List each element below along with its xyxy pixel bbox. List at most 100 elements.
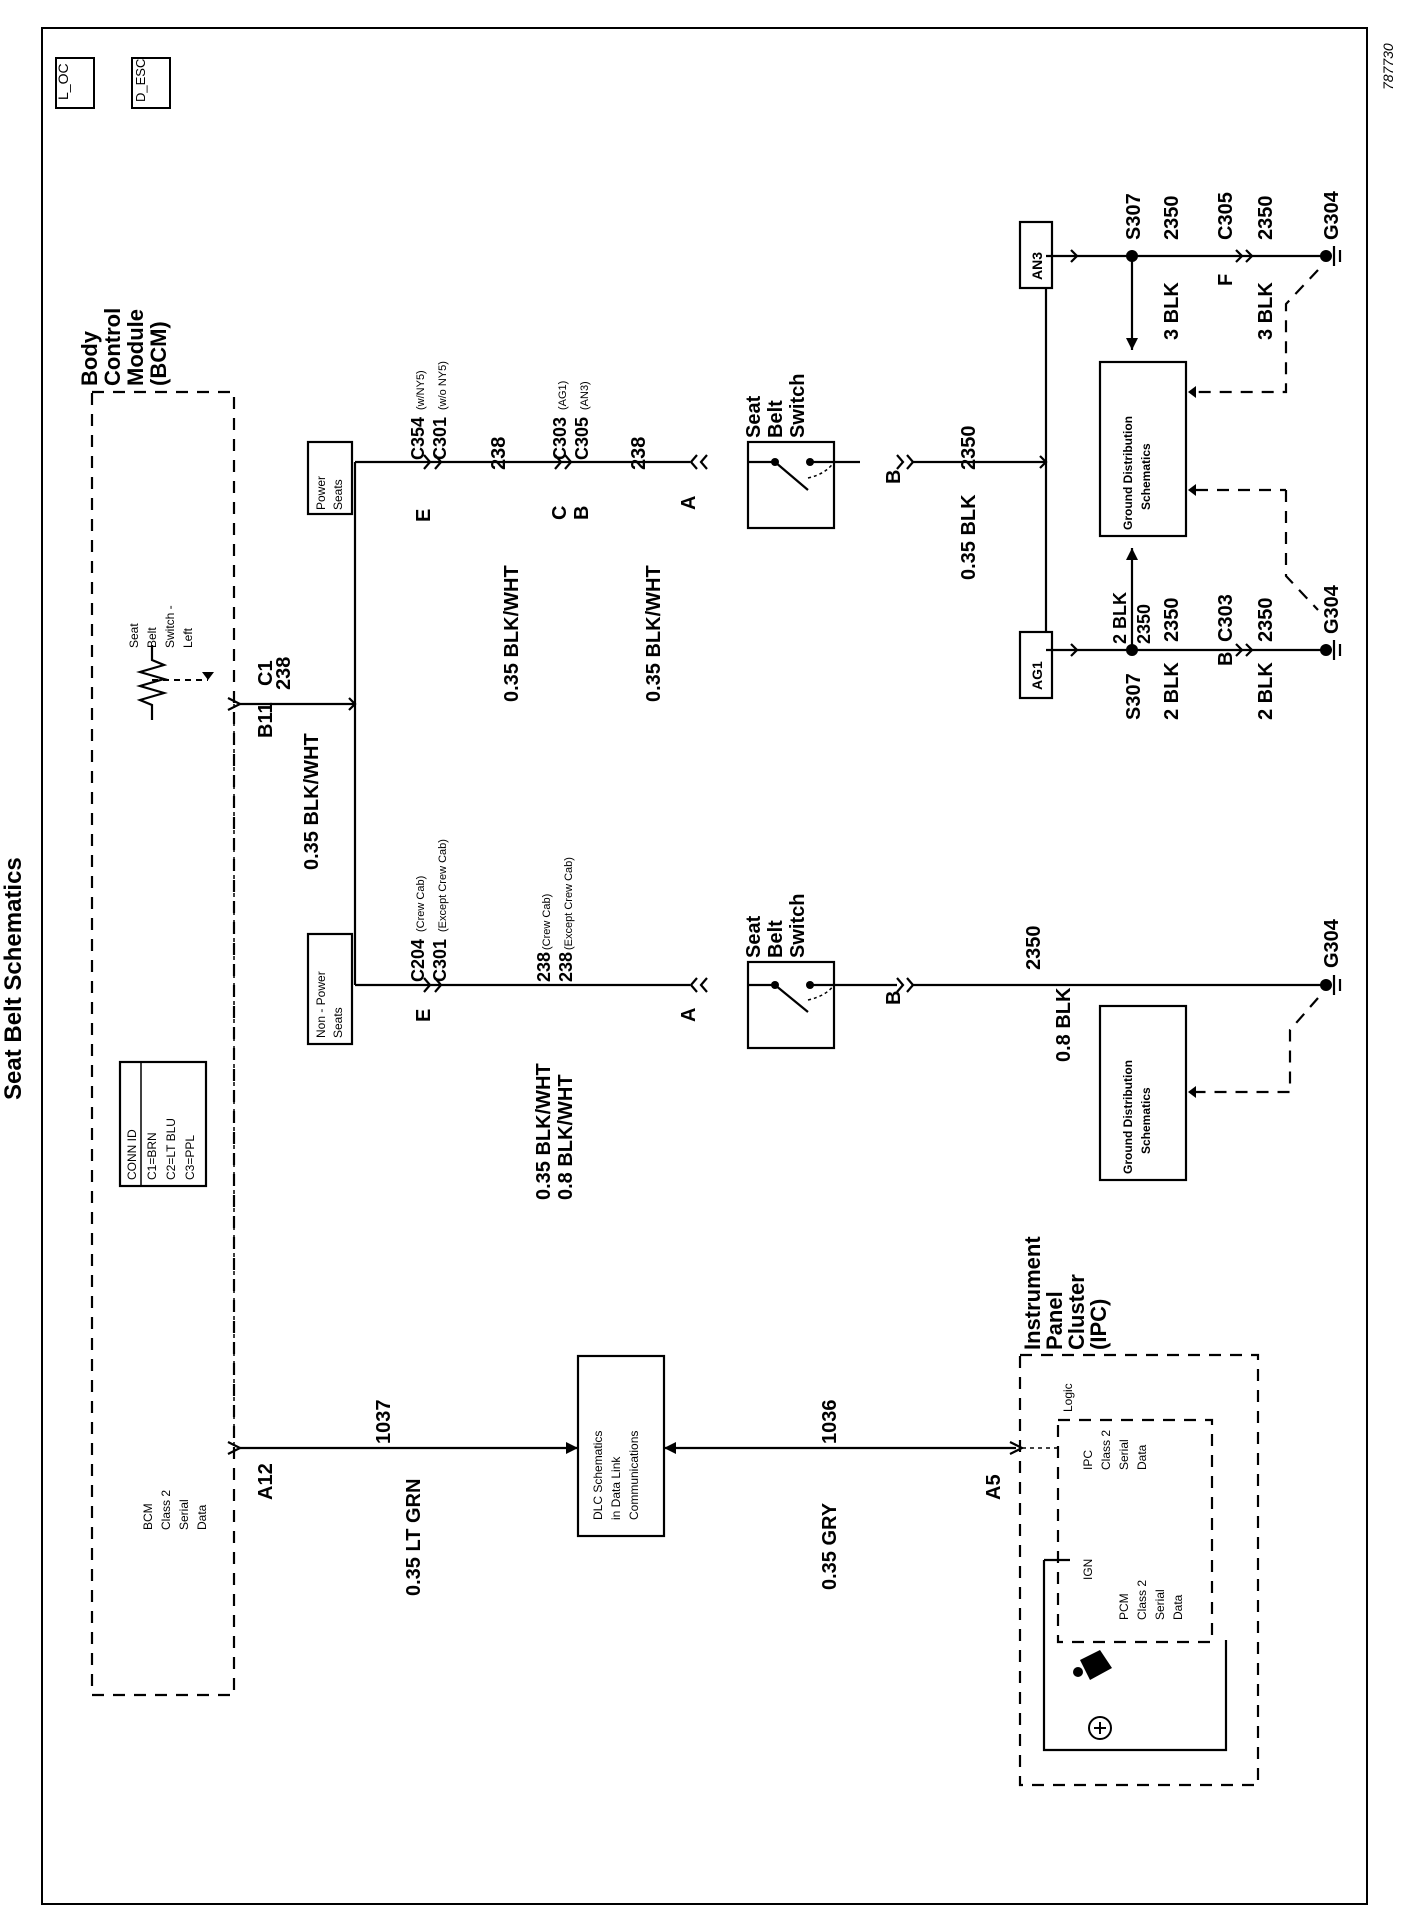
svg-text:Cluster: Cluster — [1064, 1274, 1089, 1350]
svg-text:238: 238 — [273, 657, 295, 690]
seat-belt-switch-left-resistor: Seat Belt Switch - Left — [127, 605, 214, 720]
svg-text:Seat: Seat — [127, 623, 141, 648]
svg-text:F: F — [1215, 274, 1237, 286]
bcm-module-box — [90, 390, 236, 1697]
svg-text:C354: C354 — [408, 417, 428, 460]
bcm-name: Body Control Module (BCM) — [77, 308, 171, 386]
svg-text:in Data Link: in Data Link — [609, 1456, 623, 1520]
svg-text:(Except Crew Cab): (Except Crew Cab) — [437, 839, 449, 932]
location-icon[interactable]: L_OC — [55, 57, 95, 109]
bcm-pin-b11: B11 C1 — [227, 660, 277, 738]
svg-text:Seat: Seat — [743, 915, 765, 958]
svg-text:1036: 1036 — [819, 1400, 841, 1445]
svg-text:A: A — [678, 1008, 700, 1022]
svg-text:0.35 BLK/WHT: 0.35 BLK/WHT — [533, 1063, 555, 1200]
svg-text:Data: Data — [1135, 1444, 1149, 1470]
svg-text:0.35 GRY: 0.35 GRY — [819, 1502, 841, 1590]
svg-text:(Crew Cab): (Crew Cab) — [541, 894, 553, 950]
page-frame — [41, 27, 1368, 1905]
svg-text:Non - Power: Non - Power — [314, 971, 328, 1038]
svg-text:D_ESC: D_ESC — [133, 59, 148, 102]
ipc-module: Instrument Panel Cluster (IPC) — [1018, 1236, 1260, 1787]
svg-text:2350: 2350 — [1161, 598, 1183, 643]
power-seats-label: Power Seats — [306, 440, 354, 516]
bcm-serial-data-label: BCM Class 2 Serial Data — [141, 1490, 209, 1530]
wire-238-bcm-labels: 0.35 BLK/WHT 238 — [273, 657, 323, 870]
svg-text:2350: 2350 — [1255, 598, 1277, 643]
svg-text:Class 2: Class 2 — [159, 1490, 173, 1530]
svg-text:Ground Distribution: Ground Distribution — [1121, 1060, 1135, 1174]
svg-text:E: E — [413, 509, 435, 522]
svg-text:C305: C305 — [572, 417, 592, 460]
svg-text:BCM: BCM — [141, 1503, 155, 1530]
svg-text:DLC Schematics: DLC Schematics — [591, 1431, 605, 1520]
power-ground-distribution-link[interactable]: Ground Distribution Schematics — [1098, 360, 1188, 538]
svg-text:(w/o NY5): (w/o NY5) — [437, 361, 449, 410]
svg-text:0.35 LT GRN: 0.35 LT GRN — [403, 1479, 425, 1596]
svg-text:Module: Module — [123, 309, 148, 386]
svg-text:C303: C303 — [1215, 594, 1237, 642]
svg-text:IPC: IPC — [1081, 1450, 1095, 1470]
svg-text:C301: C301 — [430, 939, 450, 982]
svg-text:0.35 BLK/WHT: 0.35 BLK/WHT — [501, 565, 523, 702]
non-power-seat-belt-switch: Seat Belt Switch — [743, 894, 836, 1050]
an3-option-label: AN3 — [1018, 220, 1054, 290]
svg-text:S307: S307 — [1123, 193, 1145, 240]
svg-text:Left: Left — [181, 627, 195, 648]
svg-text:2350: 2350 — [1161, 196, 1183, 241]
svg-text:B: B — [883, 470, 905, 484]
svg-text:2 BLK: 2 BLK — [1255, 662, 1277, 720]
svg-text:Class 2: Class 2 — [1099, 1430, 1113, 1470]
svg-text:(AN3): (AN3) — [579, 381, 591, 410]
svg-text:2350: 2350 — [1134, 604, 1154, 644]
conn-id-box: CONN ID C1=BRN C2=LT BLU C3=PPL — [118, 1060, 208, 1188]
svg-text:Seats: Seats — [331, 1007, 345, 1038]
svg-text:(IPC): (IPC) — [1086, 1299, 1111, 1350]
svg-text:A5: A5 — [983, 1474, 1005, 1500]
bcm-pin-a12: A12 — [227, 1441, 277, 1500]
svg-text:2350: 2350 — [958, 426, 980, 471]
svg-text:PCM: PCM — [1117, 1593, 1131, 1620]
non-power-seats-label: Non - Power Seats — [306, 932, 354, 1046]
svg-text:IGN: IGN — [1081, 1559, 1095, 1580]
svg-text:Belt: Belt — [765, 920, 787, 958]
seat-belt-indicator-icon — [1073, 1650, 1112, 1740]
description-icon[interactable]: D_ESC — [131, 57, 171, 109]
svg-text:2350: 2350 — [1255, 196, 1277, 241]
svg-text:(AG1): (AG1) — [557, 381, 569, 410]
svg-text:Schematics: Schematics — [1139, 1087, 1153, 1154]
svg-text:0.8 BLK/WHT: 0.8 BLK/WHT — [555, 1074, 577, 1200]
svg-text:0.35 BLK/WHT: 0.35 BLK/WHT — [643, 565, 665, 702]
ipc-logic-block: Logic IPC Class 2 Serial Data IGN PCM Cl… — [1056, 1383, 1214, 1644]
svg-text:CONN ID: CONN ID — [125, 1129, 139, 1180]
power-seats-conn-c: C B C303 C305 (AG1) (AN3) 238 0.35 BLK/W… — [549, 381, 665, 702]
dlc-schematics-link[interactable]: DLC Schematics in Data Link Communicatio… — [576, 1354, 666, 1538]
ag1-option-label: AG1 — [1018, 630, 1054, 700]
svg-text:S307: S307 — [1123, 673, 1145, 720]
svg-text:Data: Data — [1171, 1594, 1185, 1620]
svg-text:(Crew Cab): (Crew Cab) — [415, 876, 427, 932]
svg-text:AG1: AG1 — [1029, 661, 1045, 690]
non-power-ground-distribution-link[interactable]: Ground Distribution Schematics — [1098, 1004, 1188, 1182]
svg-text:Data: Data — [195, 1504, 209, 1530]
svg-text:Communications: Communications — [627, 1431, 641, 1520]
svg-text:Seat: Seat — [743, 395, 765, 438]
svg-text:3 BLK: 3 BLK — [1161, 282, 1183, 340]
svg-text:C305: C305 — [1215, 192, 1237, 240]
svg-text:Belt: Belt — [145, 627, 159, 648]
ground-g304-ag1: G304 — [1320, 584, 1343, 660]
svg-text:Seats: Seats — [331, 479, 345, 510]
svg-text:Body: Body — [77, 330, 102, 386]
svg-text:B: B — [1215, 652, 1237, 666]
svg-text:Serial: Serial — [177, 1499, 191, 1530]
ground-g304-an3: G304 — [1320, 190, 1343, 266]
svg-text:A: A — [678, 496, 700, 510]
svg-text:C3=PPL: C3=PPL — [183, 1135, 197, 1180]
svg-text:Switch: Switch — [787, 374, 809, 438]
svg-text:C2=LT BLU: C2=LT BLU — [164, 1118, 178, 1180]
svg-text:1037: 1037 — [373, 1400, 395, 1445]
svg-text:238: 238 — [488, 437, 510, 470]
svg-text:G304: G304 — [1321, 190, 1343, 240]
svg-text:B: B — [571, 506, 593, 520]
svg-text:238: 238 — [556, 952, 576, 982]
